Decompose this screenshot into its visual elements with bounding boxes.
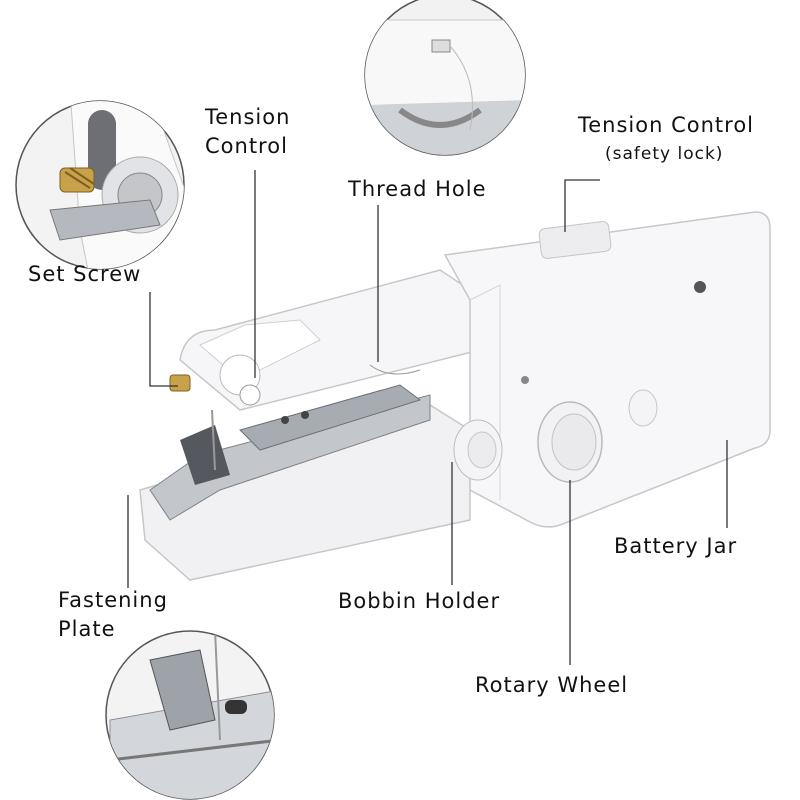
thread-hole-inset — [364, 0, 526, 156]
label-set-screw: Set Screw — [28, 262, 142, 286]
label-line: Tension — [205, 105, 291, 129]
label-line: Fastening — [58, 588, 168, 612]
leader-lines — [127, 170, 728, 665]
label-bobbin-holder: Bobbin Holder — [338, 589, 501, 613]
set-screw-inset — [15, 100, 185, 270]
label-note: (safety lock) — [605, 144, 724, 164]
label-title: Tension Control — [578, 113, 755, 137]
label-thread-hole: Thread Hole — [348, 177, 487, 201]
label-fastening-plate: Fastening Plate — [58, 586, 168, 644]
label-battery-jar: Battery Jar — [614, 534, 738, 558]
label-tension-control-safety: Tension Control (safety lock) — [578, 111, 754, 169]
sewing-machine — [139, 211, 771, 581]
label-line: Control — [205, 134, 288, 158]
label-rotary-wheel: Rotary Wheel — [475, 673, 629, 697]
label-tension-control: Tension Control — [205, 103, 290, 161]
fastening-plate-inset — [105, 630, 275, 800]
label-line: Plate — [58, 617, 116, 641]
